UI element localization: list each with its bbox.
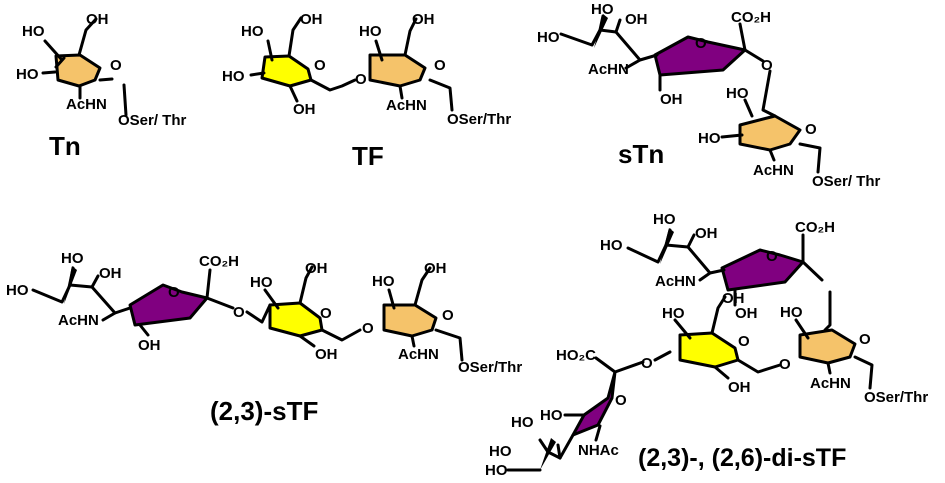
distf-bottom-neu5ac-ring [571, 370, 617, 437]
tf-gal-ho-top: HO [241, 23, 264, 40]
tn-ho-top: HO [22, 23, 45, 40]
distf-top-oh-c4: OH [735, 305, 758, 322]
stf23-galnac-ho-top: HO [372, 273, 395, 290]
distf-top-ring-o: O [766, 248, 778, 265]
distf-anomeric-label: OSer/Thr [864, 389, 928, 406]
distf-gal-oh-bottom: OH [728, 379, 751, 396]
stf23-structure: HO OH HO CO₂H O AcHN OH O HO OH O OH O H… [6, 250, 522, 426]
distf-bottom-ho-c7: HO [489, 443, 512, 460]
stn-structure: HO OH HO CO₂H O AcHN OH O HO HO O AcHN O… [537, 1, 881, 190]
distf-bottom-ring-o: O [615, 392, 627, 409]
stf23-galnac-ring [382, 303, 438, 338]
stf23-gal-ring-o: O [320, 305, 332, 322]
stf23-galnac-oh-top: OH [424, 260, 447, 277]
distf-top-ho-c9: HO [600, 237, 623, 254]
distf-top-co2h: CO₂H [795, 219, 835, 236]
stn-galnac-ho-top: HO [726, 85, 749, 102]
distf-linkage-o: O [641, 355, 653, 372]
stn-ho-c8: HO [591, 1, 614, 18]
stf23-gal-oh-top: OH [305, 260, 328, 277]
distf-galnac-achn: AcHN [810, 375, 851, 392]
tn-achn: AcHN [66, 96, 107, 113]
stn-linkage-o: O [761, 57, 773, 74]
distf-galnac-ho-top: HO [780, 304, 803, 321]
stf23-co2h: CO₂H [199, 253, 239, 270]
tn-ho-left: HO [16, 66, 39, 83]
distf-bottom-ho-c4: HO [540, 407, 563, 424]
tf-gal-ho-left: HO [222, 68, 245, 85]
stn-ho-c9: HO [537, 29, 560, 46]
stf23-galnac-ring-o: O [442, 307, 454, 324]
stn-achn: AcHN [588, 61, 629, 78]
distf-gal-ho-top: HO [662, 305, 685, 322]
stn-galnac-achn: AcHN [753, 162, 794, 179]
stf23-galnac-achn: AcHN [398, 346, 439, 363]
distf-top-neu5ac-ring [720, 248, 805, 292]
stf23-achn: AcHN [58, 312, 99, 329]
tf-gal-ring [260, 54, 313, 88]
tf-galnac-ring [368, 53, 427, 88]
stn-ring-o: O [695, 35, 707, 52]
distf-gal-ring-o: O [738, 333, 750, 350]
tf-gal-ring-o: O [314, 57, 326, 74]
stf23-anomeric-label: OSer/Thr [458, 359, 522, 376]
tf-structure: HO OH HO O OH O HO OH O AcHN OSer/Thr TF [222, 11, 511, 171]
distf-gal-oh-top: OH [722, 290, 745, 307]
tf-galnac-oh-top: OH [412, 11, 435, 28]
distf-galnac-ring-o: O [859, 331, 871, 348]
tf-anomeric-label: OSer/Thr [447, 111, 511, 128]
tn-structure: HO OH HO O AcHN OSer/ Thr Tn [16, 11, 187, 161]
stf23-glycosidic-o: O [362, 320, 374, 337]
stf23-name: (2,3)-sTF [210, 396, 318, 426]
tf-glycosidic-o: O [355, 71, 367, 88]
tn-anomeric-label: OSer/ Thr [118, 112, 187, 129]
distf-bottom-ho-c8: HO [511, 414, 534, 431]
tf-name: TF [352, 141, 384, 171]
stn-oh-c4: OH [660, 91, 683, 108]
tf-galnac-ho-top: HO [359, 23, 382, 40]
stn-co2h: CO₂H [731, 9, 771, 26]
tn-oh-top: OH [86, 11, 109, 28]
distf-top-ho-c8: HO [653, 211, 676, 228]
stf23-ring-o: O [168, 284, 180, 301]
stf23-linkage-o: O [233, 304, 245, 321]
distf-structure: HO OH HO CO₂H O AcHN OH HO O AcHN OSer/T… [485, 211, 928, 479]
distf-glycosidic-o: O [779, 356, 791, 373]
stn-galnac-ring-o: O [805, 121, 817, 138]
stf23-ho-c9: HO [6, 282, 29, 299]
tf-galnac-ring-o: O [434, 57, 446, 74]
stn-anomeric-label: OSer/ Thr [812, 173, 881, 190]
stn-name: sTn [618, 139, 664, 169]
stf23-gal-oh-bottom: OH [315, 346, 338, 363]
distf-top-achn: AcHN [655, 273, 696, 290]
distf-galnac-ring [798, 328, 857, 365]
stn-oh-c7: OH [625, 11, 648, 28]
tn-ring-o: O [110, 57, 122, 74]
distf-top-oh-c7: OH [695, 225, 718, 242]
distf-bottom-nhac: NHAc [578, 442, 619, 459]
stn-galnac-ring [738, 114, 802, 152]
tf-achn: AcHN [386, 97, 427, 114]
distf-name: (2,3)-, (2,6)-di-sTF [638, 444, 846, 472]
tf-gal-oh-top: OH [300, 11, 323, 28]
stf23-gal-ho-top: HO [250, 274, 273, 291]
tn-name: Tn [49, 131, 81, 161]
tf-gal-oh-bottom: OH [293, 101, 316, 118]
stf23-oh-c7: OH [99, 265, 122, 282]
stf23-ho-c8: HO [61, 250, 84, 267]
stn-sialyl-linkage [743, 48, 765, 63]
stn-galnac-ho-left: HO [698, 130, 721, 147]
distf-bottom-ho-c9: HO [485, 462, 508, 479]
stf23-oh-c4: OH [138, 337, 161, 354]
distf-bottom-co2h: HO₂C [556, 347, 596, 364]
